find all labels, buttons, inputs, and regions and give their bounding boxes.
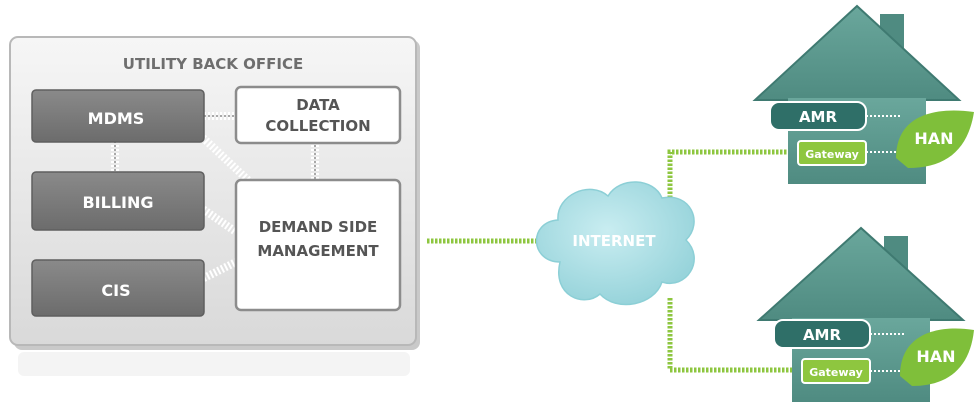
internet-home2-link <box>667 298 800 373</box>
amr-meter[interactable]: AMR <box>773 319 871 349</box>
gateway-device[interactable]: Gateway <box>797 140 867 166</box>
gateway-label: Gateway <box>809 366 863 379</box>
back-office-reflection <box>18 352 410 376</box>
mdms-label: MDMS <box>88 109 145 128</box>
gateway-device[interactable]: Gateway <box>801 358 871 384</box>
house-roof <box>756 226 966 321</box>
utility-back-office: UTILITY BACK OFFICE MDMS BILLING <box>9 36 420 376</box>
house-roof <box>752 4 962 101</box>
billing-label: BILLING <box>82 193 153 212</box>
han-label: HAN <box>914 129 953 148</box>
amr-label: AMR <box>799 108 838 126</box>
home-1: AMR Gateway HAN <box>752 4 974 184</box>
dsm-line2: MANAGEMENT <box>257 242 379 260</box>
han-shape <box>900 328 974 386</box>
mdms-box[interactable]: MDMS <box>31 89 205 143</box>
internet-home1-link <box>667 149 790 210</box>
internet-cloud[interactable]: INTERNET <box>535 181 695 306</box>
data-collection-line1: DATA <box>296 96 340 114</box>
han-leaf[interactable]: HAN <box>896 110 974 168</box>
network-links <box>427 149 800 373</box>
cloud-shape <box>535 181 695 306</box>
back-office-title: UTILITY BACK OFFICE <box>123 55 303 73</box>
gateway-label: Gateway <box>805 148 859 161</box>
data-collection-box[interactable]: DATA COLLECTION <box>234 85 402 145</box>
cis-label: CIS <box>101 281 130 300</box>
data-collection-line2: COLLECTION <box>265 117 370 135</box>
cis-box[interactable]: CIS <box>31 259 205 317</box>
amr-meter[interactable]: AMR <box>769 101 867 131</box>
han-leaf[interactable]: HAN <box>900 328 974 386</box>
home-2: AMR Gateway HAN <box>756 226 974 402</box>
han-shape <box>896 110 974 168</box>
demand-side-management-box[interactable]: DEMAND SIDE MANAGEMENT <box>234 178 402 312</box>
internet-label: INTERNET <box>572 232 656 250</box>
han-label: HAN <box>916 347 955 366</box>
amr-label: AMR <box>803 326 842 344</box>
billing-box[interactable]: BILLING <box>31 171 205 231</box>
dsm-line1: DEMAND SIDE <box>259 218 378 236</box>
